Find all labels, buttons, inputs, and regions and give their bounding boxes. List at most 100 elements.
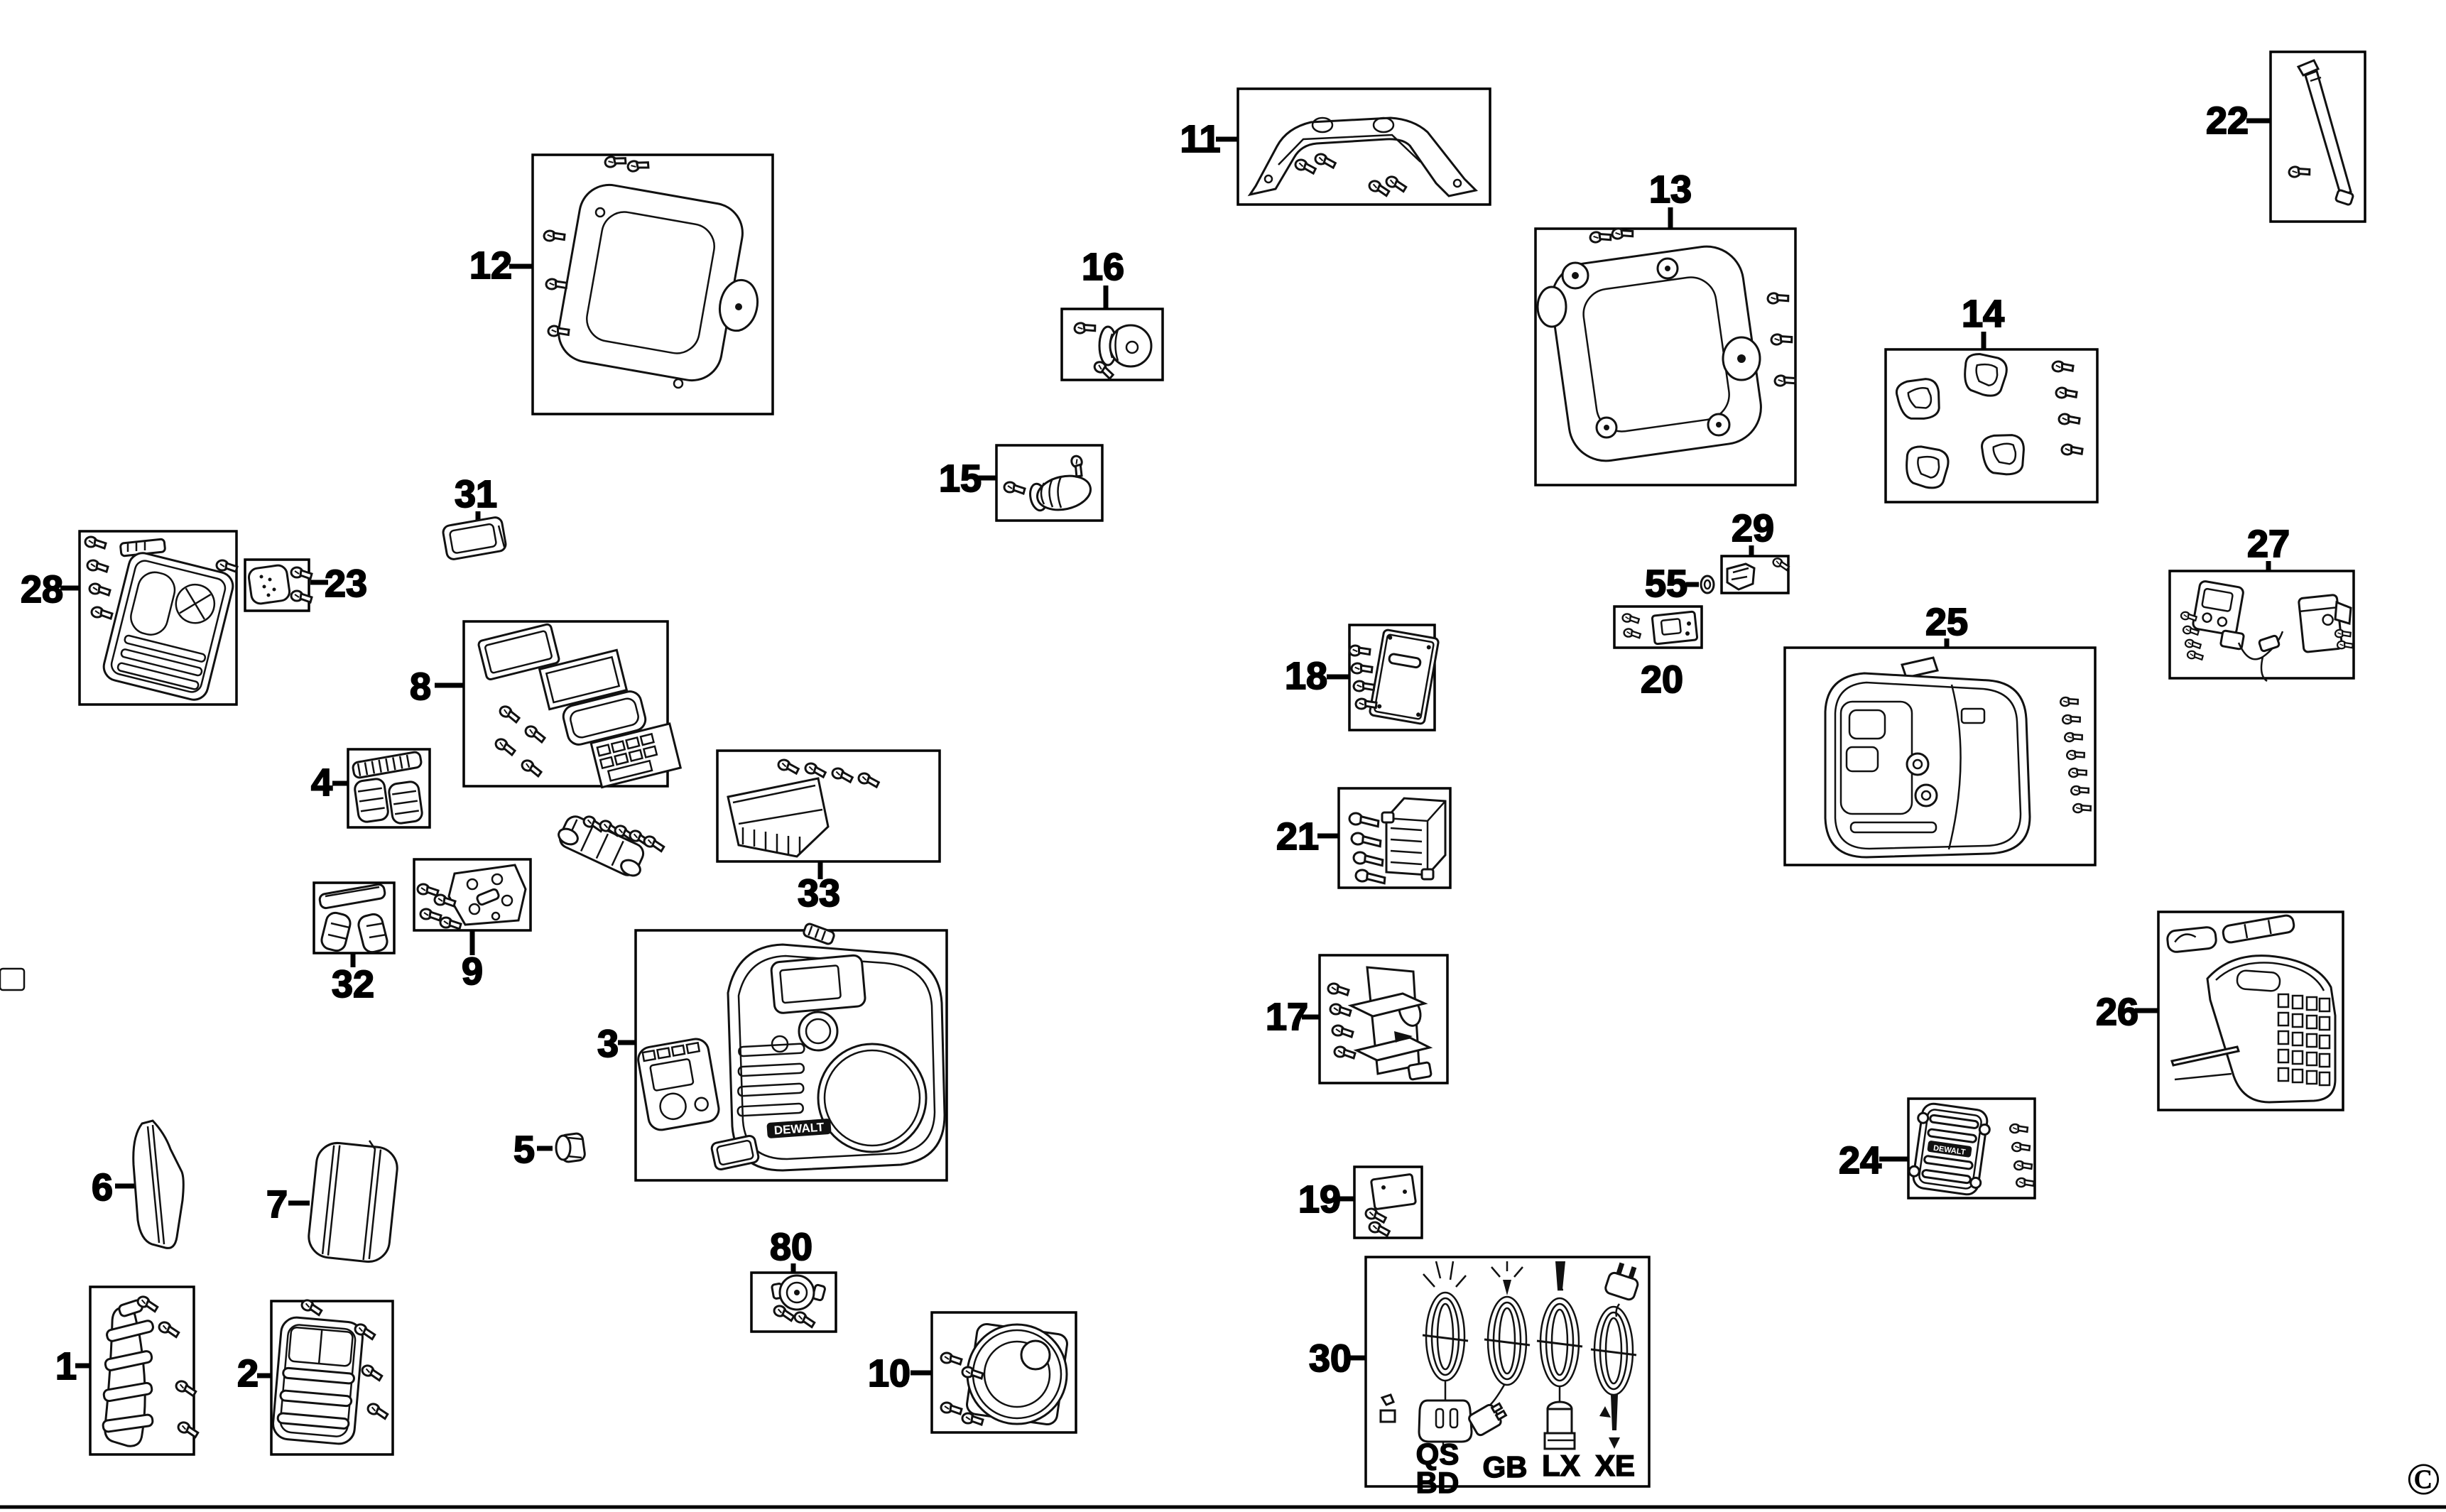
cord-label-qs: QS — [1416, 1437, 1460, 1471]
part-13-group: 13 — [1534, 168, 1798, 486]
cord-gb — [1468, 1261, 1531, 1437]
part-19-group: 19 — [1298, 1165, 1423, 1239]
part-8-label: 8 — [410, 665, 431, 708]
part-9-drawing — [416, 864, 527, 930]
part-11-box — [1236, 87, 1491, 206]
part-10-drawing — [940, 1323, 1068, 1426]
part-28-label: 28 — [21, 568, 63, 611]
part-24-group: 24 DEWALT — [1838, 1097, 2036, 1200]
part-26-label: 26 — [2096, 991, 2138, 1033]
part-27-group: 27 — [2168, 522, 2355, 682]
part-26-drawing — [2166, 914, 2337, 1104]
part-55-group: 55 — [1644, 562, 1715, 606]
part-14-label: 14 — [1962, 293, 2004, 335]
part-9-label: 9 — [462, 950, 483, 993]
part-33-box — [716, 749, 941, 863]
part-12-drawing — [542, 151, 759, 389]
part-16-box — [1060, 308, 1164, 381]
part-7-drawing — [308, 1140, 398, 1263]
part-14-box — [1884, 348, 2099, 504]
part-20-group: 20 — [1613, 605, 1703, 702]
part-25-label: 25 — [1925, 601, 1968, 643]
part-8-drawing — [477, 623, 683, 789]
part-7-label: 7 — [266, 1183, 288, 1226]
part-3-drawing: DEWALT — [637, 923, 946, 1172]
part-80-group: 80 — [750, 1225, 837, 1333]
part-23-label: 23 — [325, 562, 367, 605]
part-13-drawing — [1536, 224, 1798, 462]
part-18-group: 18 — [1284, 624, 1440, 731]
part-31-label: 31 — [455, 473, 497, 516]
part-19-drawing — [1364, 1173, 1417, 1238]
part-9-group: 9 — [413, 858, 532, 994]
part-80-drawing — [771, 1274, 826, 1329]
part-3-brand-text: DEWALT — [773, 1120, 825, 1137]
part-30-group: 30 — [1308, 1256, 1651, 1500]
part-20-box — [1613, 605, 1703, 649]
part-3-label: 3 — [597, 1023, 619, 1065]
part-30-drawing: QS BD GB LX XE — [1379, 1261, 1639, 1500]
part-11-drawing — [1247, 116, 1479, 197]
part-22-group: 22 — [2205, 50, 2366, 223]
part-27-drawing — [2180, 580, 2354, 682]
part-5-label: 5 — [513, 1128, 535, 1171]
part-33-drawing — [727, 758, 881, 858]
part-1-label: 1 — [55, 1345, 77, 1388]
part-17-label: 17 — [1266, 996, 1308, 1038]
part-4-box — [347, 748, 431, 829]
part-5-group: 5 — [513, 1128, 586, 1172]
part-15-box — [995, 444, 1104, 522]
cord-label-bd: BD — [1416, 1466, 1460, 1499]
cord-xe — [1589, 1262, 1639, 1449]
part-7-group: 7 — [266, 1140, 398, 1263]
part-21-drawing — [1347, 797, 1447, 885]
cord-qsbd — [1418, 1261, 1473, 1453]
part-25-drawing — [1824, 656, 2093, 859]
part-17-drawing — [0, 966, 1433, 1081]
part-32-label: 32 — [332, 963, 374, 1006]
part-33-group: 33 — [716, 749, 941, 915]
part-6-drawing — [132, 1119, 185, 1249]
part-1-box — [89, 1285, 195, 1456]
part-25-box — [1783, 646, 2097, 866]
part-16-label: 16 — [1082, 246, 1124, 288]
part-10-group: 10 — [867, 1311, 1077, 1434]
part-12-label: 12 — [469, 244, 512, 287]
part-11-group: 11 — [1179, 87, 1491, 206]
part-32-group: 32 — [312, 881, 396, 1006]
part-23-drawing — [247, 564, 313, 605]
part-19-label: 19 — [1298, 1178, 1341, 1221]
copyright-symbol: © — [2406, 1454, 2440, 1504]
part-6-label: 6 — [92, 1166, 113, 1209]
part-21-group: 21 — [1276, 787, 1452, 889]
part-11-label: 11 — [1180, 118, 1220, 161]
part-27-box — [2168, 570, 2355, 680]
part-28-box — [78, 530, 238, 706]
cord-label-gb: GB — [1483, 1450, 1528, 1484]
part-23-group: 23 — [244, 558, 368, 612]
part-3-group: 3 DEWALT — [597, 923, 948, 1182]
part-30-label: 30 — [1309, 1337, 1352, 1380]
part-1-group: 1 — [55, 1285, 201, 1456]
part-4-label: 4 — [311, 761, 332, 804]
part-8-group: 8 — [409, 620, 683, 789]
part-21-label: 21 — [1276, 815, 1319, 858]
part-8-box — [462, 620, 669, 788]
part-10-label: 10 — [868, 1352, 911, 1395]
part-22-drawing — [2286, 59, 2354, 206]
part-15-group: 15 — [938, 444, 1104, 522]
part-4-drawing — [352, 751, 423, 825]
part-2-label: 2 — [237, 1352, 259, 1395]
part-55-drawing — [1700, 575, 1715, 594]
part-12-group: 12 — [469, 151, 774, 415]
part-20-drawing — [1621, 610, 1699, 646]
part-2-drawing — [272, 1298, 391, 1445]
part-29-box — [1720, 555, 1790, 594]
part-28-group: 28 — [20, 530, 239, 706]
part-30-box — [1364, 1256, 1651, 1488]
part-13-label: 13 — [1649, 168, 1692, 211]
part-28-drawing — [84, 535, 239, 701]
part-31-group: 31 — [442, 472, 507, 560]
